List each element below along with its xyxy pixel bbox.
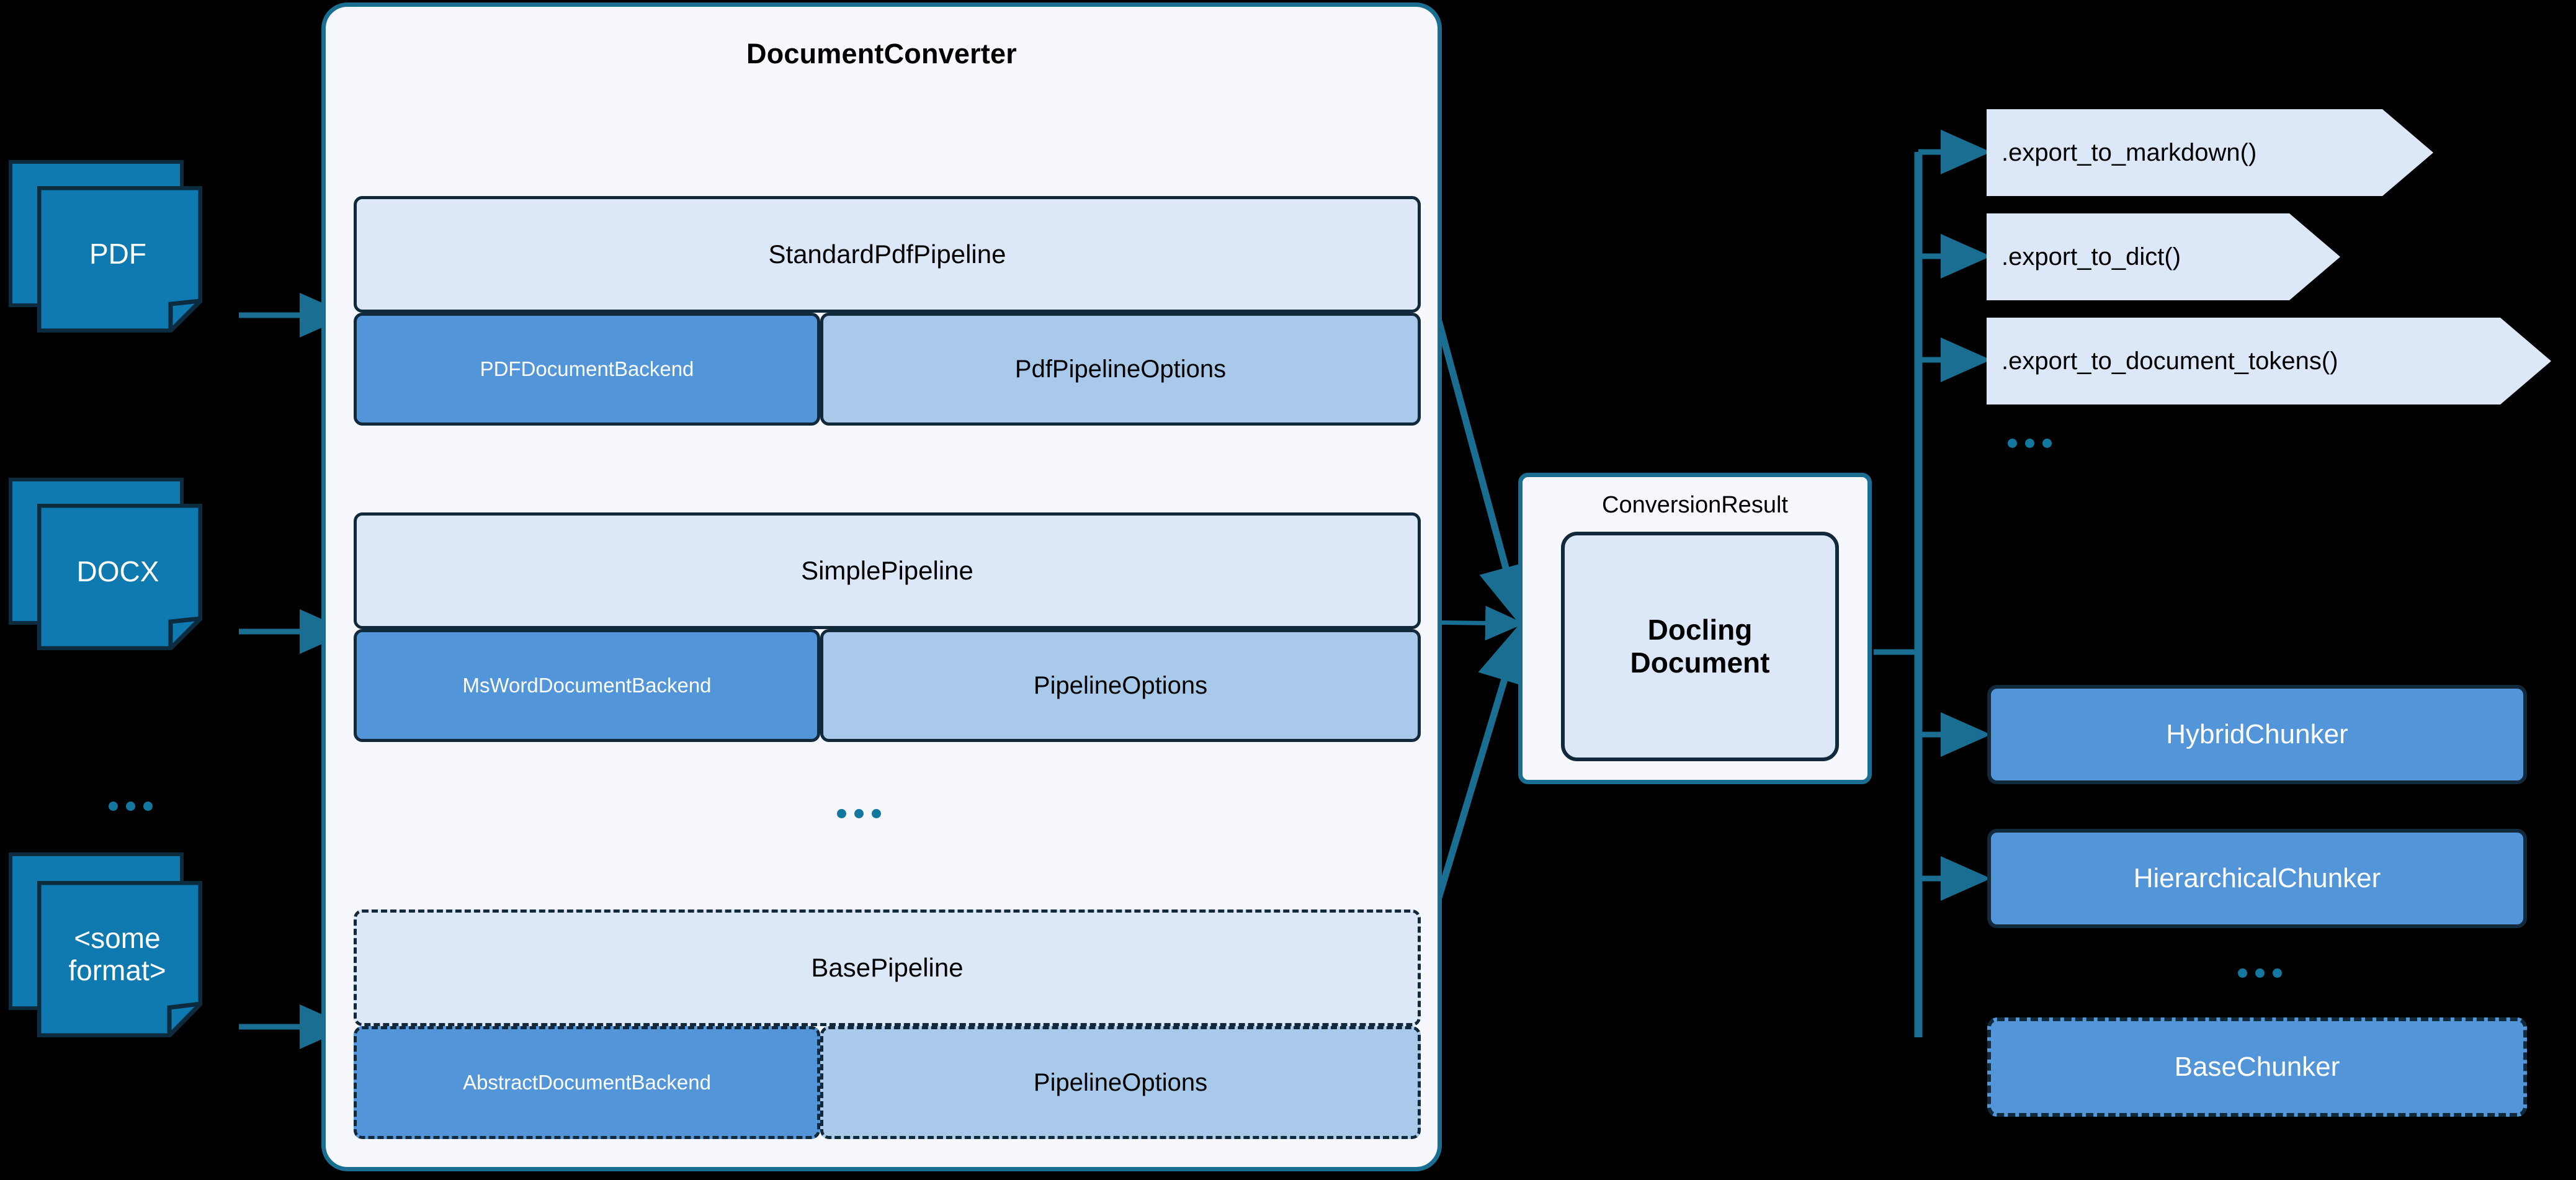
document-converter-container: DocumentConverter StandardPdfPipeline PD… [321,2,1442,1171]
pipeline-base: BasePipeline AbstractDocumentBackend Pip… [354,910,1421,1158]
base-chunker-box[interactable]: BaseChunker [1987,1017,2527,1117]
pipeline-header[interactable]: SimplePipeline [354,512,1421,629]
conversion-result-container: ConversionResult Docling Document [1518,473,1872,784]
export-label: .export_to_markdown() [2001,138,2257,166]
input-doc-pdf[interactable]: PDF [9,160,238,333]
input-doc-docx[interactable]: DOCX [9,478,238,650]
export-label: .export_to_dict() [2001,243,2181,270]
pipeline-options[interactable]: PdfPipelineOptions [820,313,1421,426]
hybrid-chunker-box[interactable]: HybridChunker [1987,685,2527,784]
pipeline-simple: SimplePipeline MsWordDocumentBackend Pip… [354,512,1421,761]
export-to-document-tokens-chip[interactable]: .export_to_document_tokens() [1987,318,2551,405]
conversion-result-label: ConversionResult [1602,492,1788,518]
pipeline-options[interactable]: PipelineOptions [820,629,1421,742]
doc-front-sheet [37,186,202,333]
pipeline-header[interactable]: StandardPdfPipeline [354,196,1421,313]
inputs-ellipsis [109,802,153,811]
input-doc-some-format[interactable]: <some format> [9,852,238,1037]
doc-front-sheet [37,881,202,1037]
pipeline-standard-pdf: StandardPdfPipeline PDFDocumentBackend P… [354,196,1421,444]
pipeline-children: MsWordDocumentBackend PipelineOptions [354,629,1421,742]
pipeline-children: AbstractDocumentBackend PipelineOptions [354,1026,1421,1139]
exports-ellipsis [2008,439,2052,448]
chunkers-ellipsis [2238,968,2282,978]
page-title: DocumentConverter [746,38,1017,69]
pipeline-options[interactable]: PipelineOptions [820,1026,1421,1139]
pipeline-backend[interactable]: AbstractDocumentBackend [354,1026,820,1139]
pipeline-backend[interactable]: MsWordDocumentBackend [354,629,820,742]
export-label: .export_to_document_tokens() [2001,347,2338,375]
pipeline-backend[interactable]: PDFDocumentBackend [354,313,820,426]
pipeline-header[interactable]: BasePipeline [354,910,1421,1026]
hierarchical-chunker-box[interactable]: HierarchicalChunker [1987,829,2527,928]
doc-front-sheet [37,504,202,650]
export-to-markdown-chip[interactable]: .export_to_markdown() [1987,109,2433,196]
converter-ellipsis [837,809,881,818]
docling-document-box[interactable]: Docling Document [1561,532,1839,761]
pipeline-children: PDFDocumentBackend PdfPipelineOptions [354,313,1421,426]
export-to-dict-chip[interactable]: .export_to_dict() [1987,213,2340,300]
